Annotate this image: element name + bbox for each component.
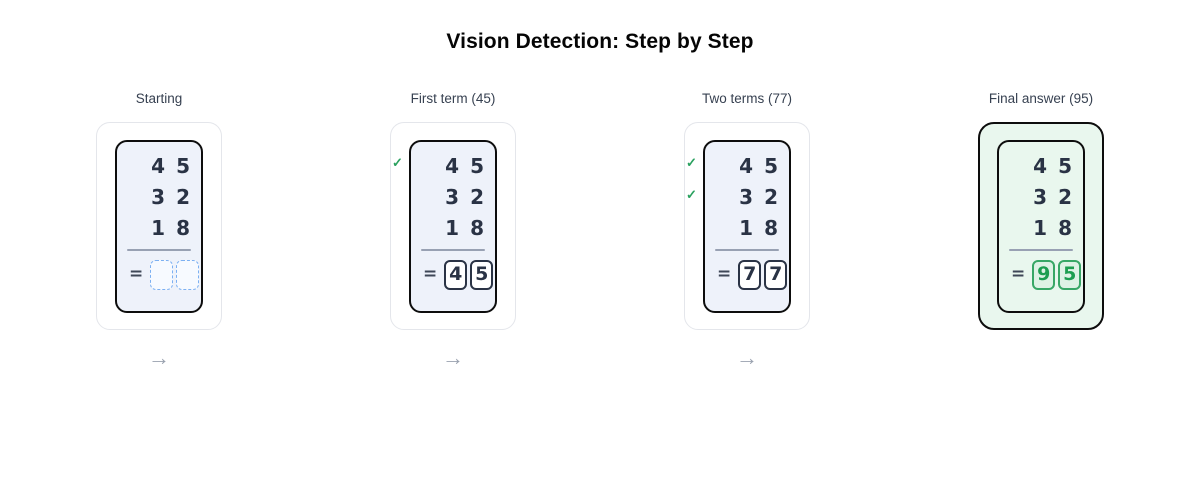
arrow-icon: → [442, 345, 464, 370]
step-panel-two-terms: Two terms (77) ✓ ✓ 4 5 3 2 1 8 [600, 91, 894, 372]
digit: 1 [739, 216, 754, 240]
answer-row: = 4 5 [411, 259, 495, 290]
answer-slot-tens: 9 [1032, 259, 1056, 290]
digit: 1 [1033, 216, 1048, 240]
digit: 8 [470, 216, 484, 240]
step-panel-first-term: First term (45) ✓ 4 5 3 2 1 8 [306, 91, 600, 372]
digit: 4 [739, 154, 754, 178]
crop-card: ✓ 4 5 3 2 1 8 = 4 5 [390, 122, 516, 330]
term-row: 4 5 [411, 151, 495, 182]
digit: 4 [445, 154, 460, 178]
step-label: First term (45) [410, 91, 496, 106]
term-row: 4 5 [117, 151, 201, 182]
answer-slot-ones: 7 [764, 259, 788, 290]
problem-card: 4 5 3 2 1 8 = [115, 139, 203, 313]
digit: 2 [764, 185, 778, 209]
check-icon: ✓ [686, 155, 697, 170]
answer-slot-ones[interactable] [176, 259, 200, 290]
page-title: Vision Detection: Step by Step [446, 30, 754, 53]
term-row: 3 2 [411, 182, 495, 213]
digit: 1 [445, 216, 460, 240]
step-panel-starting: Starting 4 5 3 2 1 8 = [12, 91, 306, 372]
term-row: 3 2 [999, 182, 1083, 213]
digit: 2 [176, 185, 190, 209]
digit: 8 [764, 216, 778, 240]
answer-slot-tens: 4 [444, 259, 468, 290]
sum-rule-line [715, 248, 779, 251]
arrow-icon: → [736, 345, 758, 370]
equals-sign: = [129, 264, 144, 284]
term-row: 1 8 [999, 213, 1083, 244]
answer-row: = [117, 259, 201, 290]
term-row: 1 8 [705, 213, 789, 244]
problem-card: 4 5 3 2 1 8 = 7 7 [703, 139, 791, 313]
check-column: ✓ [392, 156, 403, 170]
step-panel-final-answer: Final answer (95) 4 5 3 2 1 8 = 9 [894, 91, 1188, 372]
digit: 4 [151, 154, 166, 178]
problem-card: 4 5 3 2 1 8 = 4 5 [409, 139, 497, 313]
digit: 5 [1058, 154, 1072, 178]
equals-sign: = [423, 264, 438, 284]
check-icon: ✓ [392, 155, 403, 170]
term-row: 4 5 [999, 151, 1083, 182]
term-row: 4 5 [705, 151, 789, 182]
crop-card: 4 5 3 2 1 8 = 9 5 [978, 122, 1104, 330]
crop-card: 4 5 3 2 1 8 = [96, 122, 222, 330]
sum-rule-line [127, 248, 191, 251]
check-icon: ✓ [686, 187, 697, 202]
problem-card: 4 5 3 2 1 8 = 9 5 [997, 139, 1085, 313]
sum-rule-line [421, 248, 485, 251]
equals-sign: = [1011, 264, 1026, 284]
digit: 3 [739, 185, 754, 209]
digit: 2 [470, 185, 484, 209]
term-row: 1 8 [411, 213, 495, 244]
digit: 2 [1058, 185, 1072, 209]
sum-rule-line [1009, 248, 1073, 251]
digit: 1 [151, 216, 166, 240]
steps-row: Starting 4 5 3 2 1 8 = [0, 91, 1200, 372]
digit: 3 [1033, 185, 1048, 209]
equals-sign: = [717, 264, 732, 284]
term-row: 1 8 [117, 213, 201, 244]
term-row: 3 2 [705, 182, 789, 213]
answer-slot-tens: 7 [738, 259, 762, 290]
digit: 5 [176, 154, 190, 178]
digit: 8 [176, 216, 190, 240]
answer-slot-ones: 5 [1058, 259, 1082, 290]
step-label: Final answer (95) [988, 91, 1094, 106]
crop-card: ✓ ✓ 4 5 3 2 1 8 = 7 [684, 122, 810, 330]
digit: 4 [1033, 154, 1048, 178]
digit: 5 [470, 154, 484, 178]
digit: 8 [1058, 216, 1072, 240]
digit: 3 [151, 185, 166, 209]
term-row: 3 2 [117, 182, 201, 213]
step-label: Two terms (77) [701, 91, 793, 106]
digit: 3 [445, 185, 460, 209]
answer-row: = 7 7 [705, 259, 789, 290]
answer-slot-tens[interactable] [150, 259, 174, 290]
answer-row: = 9 5 [999, 259, 1083, 290]
answer-slot-ones: 5 [470, 259, 494, 290]
digit: 5 [764, 154, 778, 178]
step-label: Starting [135, 91, 183, 106]
arrow-icon: → [148, 345, 170, 370]
check-column: ✓ ✓ [686, 156, 697, 202]
